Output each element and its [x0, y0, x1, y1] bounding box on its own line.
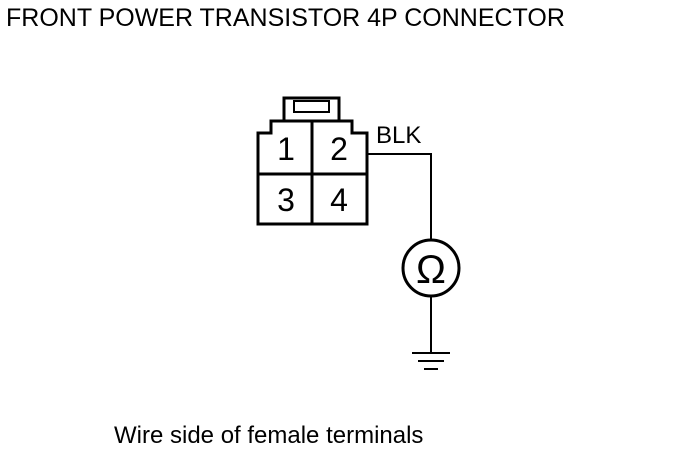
connector-lock-tab	[282, 96, 341, 121]
connector-body	[256, 96, 369, 226]
terminal-3: 3	[277, 182, 295, 218]
connector-lock-slot	[293, 100, 330, 113]
diagram-caption: Wire side of female terminals	[114, 422, 424, 449]
terminal-4: 4	[330, 182, 348, 218]
terminal-1: 1	[277, 131, 295, 167]
ground-icon	[412, 352, 450, 370]
connector-housing	[256, 119, 369, 226]
terminal-2: 2	[330, 131, 348, 167]
diagram-title: FRONT POWER TRANSISTOR 4P CONNECTOR	[6, 4, 565, 32]
ohmmeter-symbol: Ω	[416, 248, 446, 292]
ohmmeter-icon: Ω	[401, 238, 461, 298]
test-wire	[367, 153, 432, 240]
wire-color-label: BLK	[376, 122, 421, 149]
